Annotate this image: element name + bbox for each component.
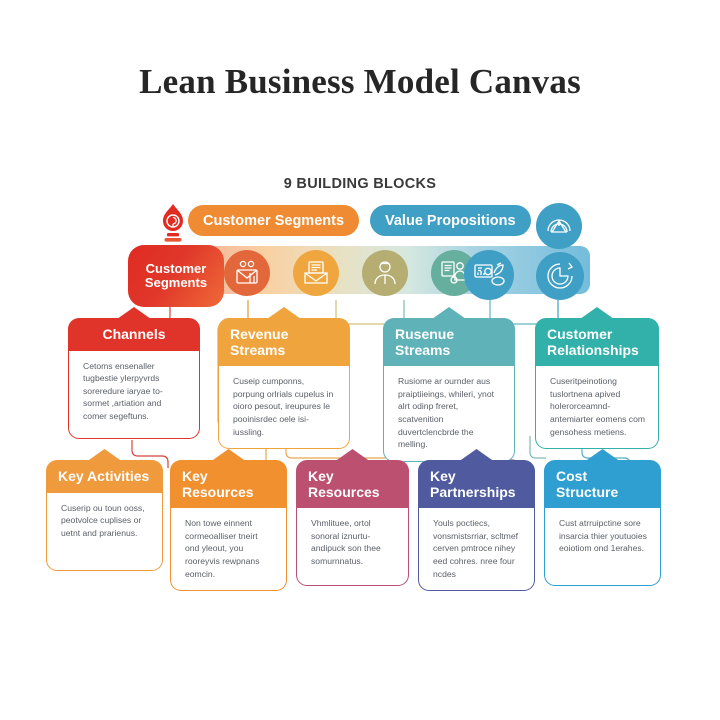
- pill-customer-segments[interactable]: Customer Segments: [188, 205, 360, 236]
- card-customer-relationships-header: Customer Relationships: [535, 318, 659, 367]
- card-revenue-streams-2[interactable]: Rusenue Streams Rusiome ar ournder aus p…: [383, 318, 515, 462]
- card-channels-title: Channels: [102, 326, 166, 342]
- card-revenue-streams-1-body: Cuseip cumponns, porpung orlrials cupelu…: [218, 366, 350, 450]
- card-cost-structure-text: Cust atrruipctine sore insarcia thier yo…: [559, 518, 647, 554]
- card-key-partnerships-title: Key Partnerships: [430, 468, 516, 500]
- card-customer-relationships-body: Cuseritpeinotiong tuslortnena apived hol…: [535, 366, 659, 450]
- pie-refresh-icon[interactable]: [536, 252, 584, 300]
- card-key-activities-body: Cuserip ou toun ooss, peotvolce cuplises…: [46, 492, 163, 571]
- card-channels-header: Channels: [68, 318, 200, 351]
- mail-chart-icon[interactable]: [224, 250, 270, 296]
- card-customer-relationships-title: Customer Relationships: [547, 326, 639, 358]
- subtitle: 9 BUILDING BLOCKS: [283, 176, 437, 192]
- dashboard-rocket-icon[interactable]: [464, 250, 514, 300]
- card-key-activities-header: Key Activities: [46, 460, 163, 493]
- card-revenue-streams-1[interactable]: Revenue Streams Cuseip cumponns, porpung…: [218, 318, 350, 450]
- card-customer-relationships-text: Cuseritpeinotiong tuslortnena apived hol…: [550, 376, 646, 437]
- card-cost-structure-header: Cost Structure: [544, 460, 661, 509]
- card-key-partnerships-body: Youls poctiecs, vonsmistsrriar, scltmef …: [418, 508, 535, 592]
- card-key-resources-2-title: Key Resources: [308, 468, 380, 500]
- card-key-resources-1[interactable]: Key Resources Non towe einnent cormeoall…: [170, 460, 287, 592]
- card-key-activities-text: Cuserip ou toun ooss, peotvolce cuplises…: [61, 502, 145, 538]
- card-channels[interactable]: Channels Cetoms ensenaller tugbestie yle…: [68, 318, 200, 439]
- card-channels-body: Cetoms ensenaller tugbestie ylerpyvrds s…: [68, 350, 200, 439]
- card-key-resources-2-header: Key Resources: [296, 460, 409, 509]
- card-cost-structure[interactable]: Cost Structure Cust atrruipctine sore in…: [544, 460, 661, 587]
- card-key-partnerships-text: Youls poctiecs, vonsmistsrriar, scltmef …: [433, 518, 518, 579]
- pill-value-propositions[interactable]: Value Propositions: [370, 205, 531, 236]
- card-cost-structure-title: Cost Structure: [556, 468, 619, 500]
- customer-segments-block[interactable]: Customer Segments: [128, 245, 224, 307]
- card-key-resources-2-text: Vhmlituee, ortol sonoral iznurtu-andipuc…: [311, 518, 381, 566]
- card-key-resources-2-body: Vhmlituee, ortol sonoral iznurtu-andipuc…: [296, 508, 409, 587]
- card-revenue-streams-1-text: Cuseip cumponns, porpung orlrials cupelu…: [233, 376, 334, 437]
- card-key-resources-1-title: Key Resources: [182, 468, 254, 500]
- pill-value-propositions-label: Value Propositions: [385, 212, 516, 229]
- card-key-resources-2[interactable]: Key Resources Vhmlituee, ortol sonoral i…: [296, 460, 409, 587]
- card-key-activities-title: Key Activities: [58, 468, 150, 484]
- card-cost-structure-body: Cust atrruipctine sore insarcia thier yo…: [544, 508, 661, 587]
- card-key-partnerships-header: Key Partnerships: [418, 460, 535, 509]
- page-title: Lean Business Model Canvas: [139, 62, 581, 101]
- lightbulb-flame-icon: [163, 204, 183, 242]
- pill-customer-segments-label: Customer Segments: [203, 212, 345, 229]
- card-key-resources-1-text: Non towe einnent cormeoalliser tneirt on…: [185, 518, 260, 579]
- card-channels-text: Cetoms ensenaller tugbestie ylerpyvrds s…: [83, 360, 163, 421]
- card-revenue-streams-2-header: Rusenue Streams: [383, 318, 515, 367]
- card-revenue-streams-2-text: Rusiome ar ournder aus praiptiieings, wh…: [398, 376, 495, 450]
- card-key-resources-1-header: Key Resources: [170, 460, 287, 509]
- gauge-icon[interactable]: [536, 203, 582, 249]
- card-revenue-streams-1-title: Revenue Streams: [230, 326, 289, 358]
- card-revenue-streams-2-body: Rusiome ar ournder aus praiptiieings, wh…: [383, 366, 515, 462]
- customer-segments-block-label: Customer Segments: [144, 260, 208, 290]
- document-envelope-icon[interactable]: [293, 250, 339, 296]
- card-key-activities[interactable]: Key Activities Cuserip ou toun ooss, peo…: [46, 460, 163, 571]
- card-key-resources-1-body: Non towe einnent cormeoalliser tneirt on…: [170, 508, 287, 592]
- card-key-partnerships[interactable]: Key Partnerships Youls poctiecs, vonsmis…: [418, 460, 535, 592]
- card-customer-relationships[interactable]: Customer Relationships Cuseritpeinotiong…: [535, 318, 659, 450]
- person-icon[interactable]: [362, 250, 408, 296]
- card-revenue-streams-2-title: Rusenue Streams: [395, 326, 455, 358]
- card-revenue-streams-1-header: Revenue Streams: [218, 318, 350, 367]
